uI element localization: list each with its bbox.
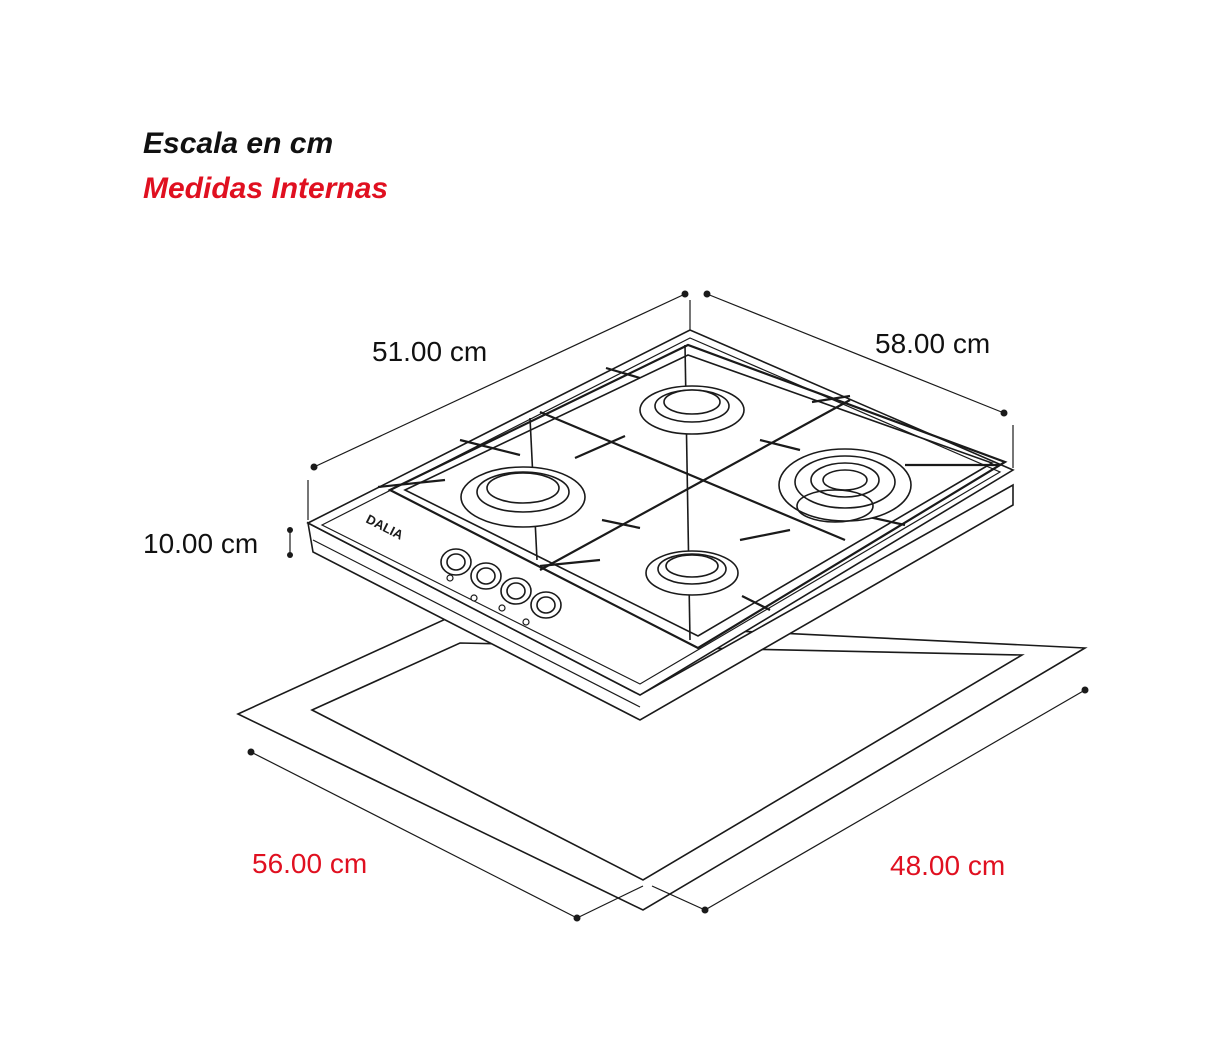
cooktop-top-plate <box>306 329 1015 696</box>
cooktop-top-inner-edge <box>320 337 1002 685</box>
scale-legend: Escala en cm <box>143 127 334 160</box>
knob-1 <box>440 548 472 582</box>
burner-front-left <box>460 466 586 528</box>
height-label: 10.00 cm <box>143 528 259 559</box>
cutout-outline <box>236 616 1088 911</box>
burner-front-right <box>645 550 739 596</box>
width-label: 51.00 cm <box>372 336 488 367</box>
internal-measures-legend: Medidas Internas <box>143 172 389 205</box>
cutout-width-dimension-line <box>247 748 644 922</box>
width-dimension-line <box>307 290 691 520</box>
cooktop-body <box>306 329 1015 721</box>
grate-frame <box>387 343 1008 650</box>
grate-fingers <box>377 366 1000 611</box>
cutout-width-label: 56.00 cm <box>252 848 368 879</box>
knob-4 <box>522 591 562 626</box>
cutout-depth-dimension-line <box>651 686 1089 914</box>
knob-2 <box>470 562 502 602</box>
cutout-outer <box>236 616 1088 911</box>
depth-dimension-line <box>703 290 1014 468</box>
depth-label: 58.00 cm <box>875 328 991 359</box>
cutout-inner <box>310 642 1025 881</box>
burner-wok-rear-right <box>778 448 912 523</box>
burner-rear-left <box>639 385 745 435</box>
cutout-depth-label: 48.00 cm <box>890 850 1006 881</box>
height-dimension-line <box>287 527 293 558</box>
control-knobs <box>440 548 562 626</box>
knob-3 <box>498 577 532 612</box>
